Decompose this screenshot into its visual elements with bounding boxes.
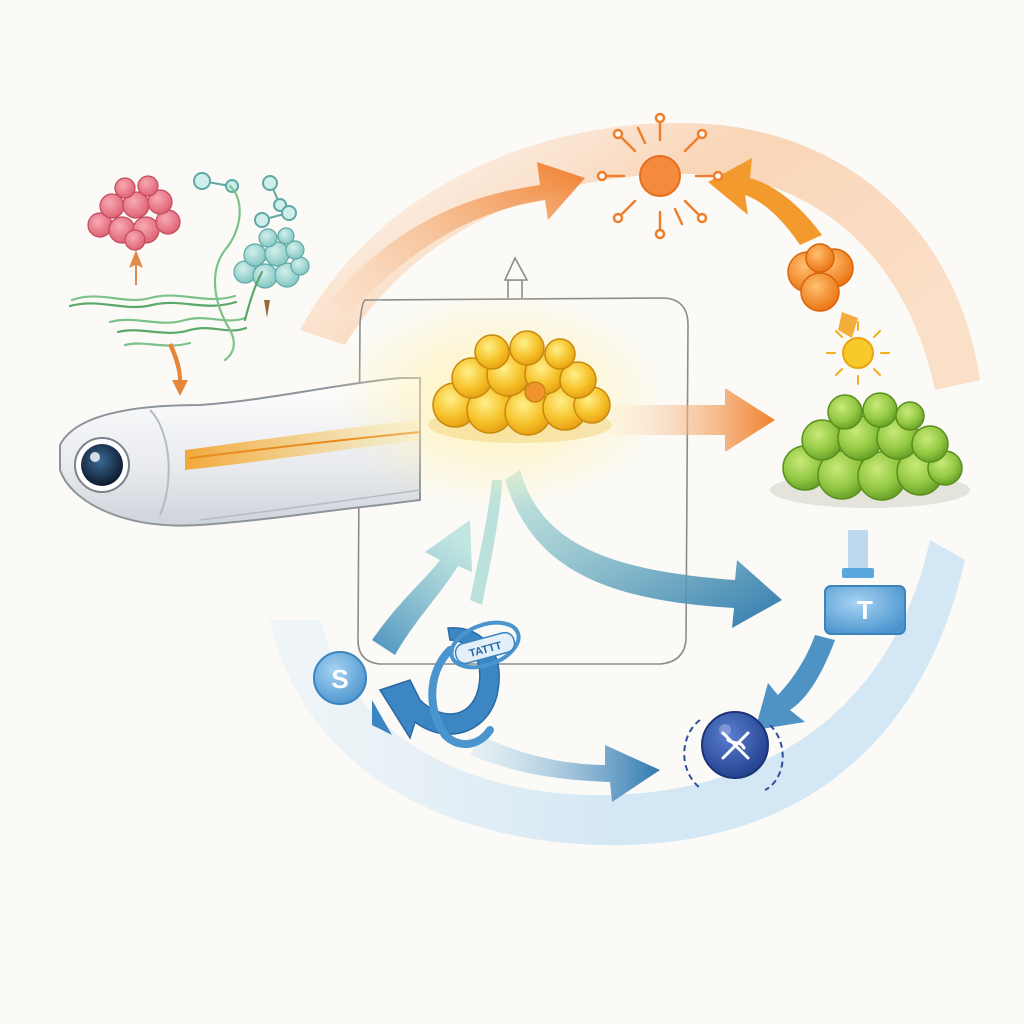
sun-burst-icon	[596, 112, 724, 240]
t-badge[interactable]: T	[824, 585, 906, 635]
green-strand-icon	[68, 184, 264, 362]
orange-arrow-to-sun	[330, 162, 585, 312]
s-badge[interactable]: S	[313, 651, 367, 705]
crossed-node-icon[interactable]	[683, 711, 784, 791]
central-frame	[357, 297, 689, 665]
green-cell-cluster-icon	[770, 392, 970, 508]
red-cell-cluster-icon	[87, 175, 181, 251]
cross-mark-icon	[721, 731, 750, 760]
molecule-icon	[193, 172, 297, 228]
orange-down-arrow-to-fish	[168, 343, 188, 396]
zebrafish-larva-icon	[59, 377, 421, 527]
teal-arrow-up	[372, 520, 472, 655]
blue-arrow-down-right	[505, 470, 782, 628]
s-badge-label: S	[331, 664, 348, 694]
blue-arrow-from-t	[755, 635, 835, 730]
t-connector	[848, 530, 868, 578]
t-badge-label: T	[857, 595, 873, 625]
chain-icon: TATTT	[372, 620, 521, 748]
blue-cycle-arc	[270, 540, 965, 846]
dotted-connector-orange	[838, 312, 858, 338]
orange-cycle-arc	[300, 123, 980, 390]
small-sun-icon	[826, 321, 890, 385]
orange-ball-cluster-icon	[787, 243, 854, 312]
yellow-cell-cluster-icon	[428, 330, 612, 443]
small-brown-down-arrow	[264, 300, 270, 318]
teal-cell-cluster-icon	[233, 227, 310, 289]
orange-arrow-to-green	[610, 388, 775, 452]
frame-up-arrow	[503, 256, 529, 298]
t-connector-cap	[842, 568, 874, 578]
blue-arrow-bottom	[470, 735, 660, 802]
teal-arrow-thin	[470, 480, 502, 605]
small-orange-up-arrow	[129, 250, 143, 285]
orange-arrow-from-ball	[708, 158, 822, 245]
